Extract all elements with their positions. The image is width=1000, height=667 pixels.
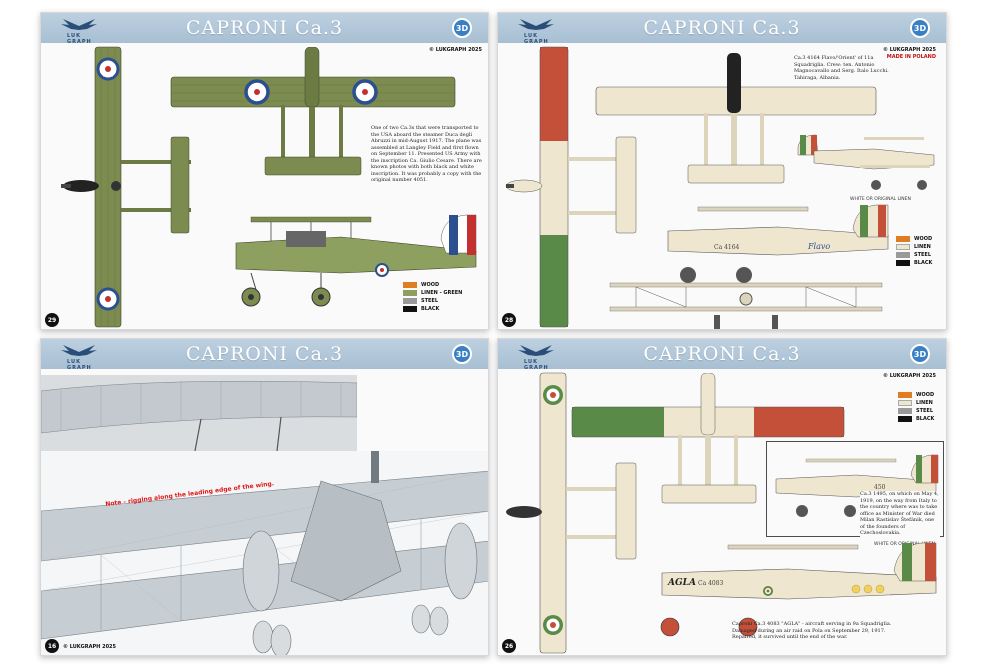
page-banner — [41, 339, 488, 369]
plan-view-vertical — [61, 46, 191, 328]
side-view — [235, 214, 477, 307]
aircraft-caption: One of two Ca.3s that were transported t… — [371, 125, 482, 183]
3d-badge: 3D — [910, 344, 930, 364]
legend-item-steel: STEEL — [403, 297, 462, 305]
legend-item-linen-green: LINEN - GREEN — [403, 289, 462, 297]
legend-item-wood: WOOD — [403, 281, 462, 289]
aircraft-serial: 450 — [874, 484, 886, 491]
copyright: © LUKGRAPH 2025 — [428, 47, 482, 53]
copyright: © LUKGRAPH 2025 — [882, 47, 936, 53]
aircraft-serial: Ca 4083 — [698, 580, 724, 587]
page-number: 16 — [45, 639, 59, 653]
page-number: 28 — [502, 313, 516, 327]
front-view — [609, 282, 883, 329]
logo-text: LUK GRAPH — [524, 359, 549, 371]
legend-item-linen: LINEN — [898, 399, 934, 407]
page-title: CAPRONI Ca.3 — [643, 343, 801, 365]
aircraft-caption-top: Ca.3 1495, on which on May 4, 1919, on t… — [860, 491, 940, 537]
color-legend: WOOD LINEN STEEL BLACK — [896, 235, 932, 267]
publisher-logo: LUK GRAPH — [59, 342, 99, 371]
plan-view-vertical — [505, 46, 637, 328]
page-number: 29 — [45, 313, 59, 327]
copyright: © LUKGRAPH 2025 — [882, 373, 936, 379]
logo-text: LUK GRAPH — [67, 33, 92, 45]
page-29: LUK GRAPH CAPRONI Ca.3 3D © LUKGRAPH 202… — [40, 12, 489, 330]
page-banner — [498, 339, 946, 369]
legend-item-linen: LINEN — [896, 243, 932, 251]
publisher-logo: LUK GRAPH — [59, 16, 99, 45]
eagle-logo-icon — [518, 345, 554, 356]
copyright: © LUKGRAPH 2025 — [63, 644, 117, 650]
plan-view-horizontal — [170, 47, 456, 176]
wing-detail-inset — [41, 375, 357, 451]
plan-view-vertical — [506, 372, 637, 654]
aircraft-caption-bottom: Caproni Ca.3 4083 "AGLA" - aircraft serv… — [732, 621, 892, 640]
logo-text: LUK GRAPH — [524, 33, 549, 45]
plan-view-horizontal — [595, 53, 877, 184]
boxed-side-view: 450 — [766, 441, 944, 537]
legend-item-black: BLACK — [403, 305, 462, 313]
3d-badge: 3D — [910, 18, 930, 38]
aircraft-serial: Ca 4164 — [714, 244, 740, 251]
legend-item-steel: STEEL — [898, 407, 934, 415]
aircraft-name: AGLA — [667, 578, 696, 588]
page-banner — [498, 13, 946, 43]
color-legend: WOOD LINEN STEEL BLACK — [898, 391, 934, 423]
legend-item-wood: WOOD — [896, 235, 932, 243]
publisher-logo: LUK GRAPH — [516, 16, 556, 45]
plan-view-horizontal — [571, 373, 845, 504]
publisher-logo: LUK GRAPH — [516, 342, 556, 371]
aircraft-name: Flavo — [807, 242, 830, 251]
page-title: CAPRONI Ca.3 — [643, 17, 801, 39]
legend-item-wood: WOOD — [898, 391, 934, 399]
page-16: LUK GRAPH CAPRONI Ca.3 3D Note - rigging… — [40, 338, 489, 656]
eagle-logo-icon — [518, 19, 554, 30]
legend-item-black: BLACK — [896, 259, 932, 267]
eagle-logo-icon — [61, 19, 97, 30]
3d-badge: 3D — [452, 344, 472, 364]
page-banner — [41, 13, 488, 43]
page-title: CAPRONI Ca.3 — [185, 17, 344, 39]
legend-item-steel: STEEL — [896, 251, 932, 259]
color-legend: WOOD LINEN - GREEN STEEL BLACK — [403, 281, 462, 313]
side-view: AGLA Ca 4083 — [660, 542, 937, 637]
eagle-logo-icon — [61, 345, 97, 356]
page-title: CAPRONI Ca.3 — [185, 343, 344, 365]
made-in-label: MADE IN POLAND — [886, 54, 936, 60]
aircraft-caption: Ca.3 4164 Flavo/'Orient' of 11a Squadrig… — [794, 55, 889, 81]
white-linen-note: WHITE OR ORIGINAL LINEN — [850, 197, 911, 202]
3d-badge: 3D — [452, 18, 472, 38]
side-view: Ca 4164 Flavo — [667, 204, 889, 283]
3d-render — [41, 451, 488, 655]
legend-item-black: BLACK — [898, 415, 934, 423]
logo-text: LUK GRAPH — [67, 359, 92, 371]
page-26: LUK GRAPH CAPRONI Ca.3 3D © LUKGRAPH 202… — [497, 338, 947, 656]
page-number: 26 — [502, 639, 516, 653]
small-side-view — [797, 134, 935, 190]
page-28: LUK GRAPH CAPRONI Ca.3 3D © LUKGRAPH 202… — [497, 12, 947, 330]
